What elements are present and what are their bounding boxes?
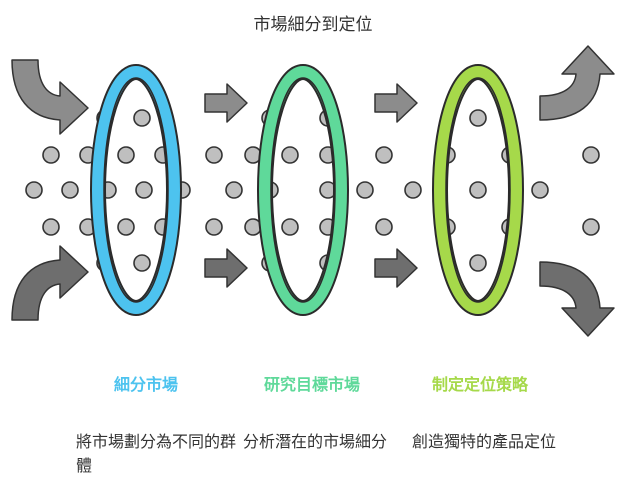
curved-arrow-out-icon <box>539 45 615 121</box>
ring-band <box>434 66 522 314</box>
dot <box>582 218 600 236</box>
curved-arrow-in-icon <box>11 59 89 135</box>
arrow-right-icon <box>204 248 248 288</box>
stage-3-description: 創造獨特的產品定位 <box>412 432 557 451</box>
dot <box>205 146 223 164</box>
dot <box>225 181 243 199</box>
dot <box>135 181 153 199</box>
arrow-right-icon <box>204 83 248 123</box>
stage-2-title: 研究目標市場 <box>263 375 360 394</box>
arrows-layer <box>11 45 615 337</box>
dot <box>133 109 151 127</box>
dot <box>469 109 487 127</box>
dot <box>582 146 600 164</box>
diagram-title: 市場細分到定位 <box>253 15 373 35</box>
dot <box>25 181 43 199</box>
dot <box>133 254 151 272</box>
ring-band <box>259 66 347 314</box>
stage-2-description: 分析潛在的市場細分 <box>243 432 388 451</box>
dot <box>205 218 223 236</box>
dot <box>356 181 374 199</box>
dot <box>531 181 549 199</box>
segmentation-diagram <box>11 45 615 337</box>
dot <box>375 146 393 164</box>
arrow-right-icon <box>374 83 418 123</box>
ring-inner-edge <box>270 77 336 303</box>
arrow-right-icon <box>374 248 418 288</box>
dot <box>469 254 487 272</box>
dots-layer <box>25 109 600 272</box>
dot <box>61 181 79 199</box>
stage-1-description: 將市場劃分為不同的群體 <box>76 432 237 475</box>
dot <box>281 146 299 164</box>
curved-arrow-out-icon <box>539 261 615 337</box>
dot <box>117 146 135 164</box>
curved-arrow-in-icon <box>11 245 89 321</box>
filter-ring-3 <box>432 64 524 316</box>
stage-1-title: 細分市場 <box>113 375 178 394</box>
dot <box>42 218 60 236</box>
rings-layer <box>90 64 524 316</box>
dot <box>281 218 299 236</box>
dot <box>42 146 60 164</box>
dot <box>404 181 422 199</box>
dot <box>469 181 487 199</box>
filter-ring-1 <box>90 64 182 316</box>
dot <box>375 218 393 236</box>
ring-inner-edge <box>445 77 511 303</box>
ring-inner-edge <box>103 77 169 303</box>
filter-ring-2 <box>257 64 349 316</box>
ring-band <box>92 66 180 314</box>
stage-3-title: 制定定位策略 <box>431 375 528 394</box>
dot <box>117 218 135 236</box>
